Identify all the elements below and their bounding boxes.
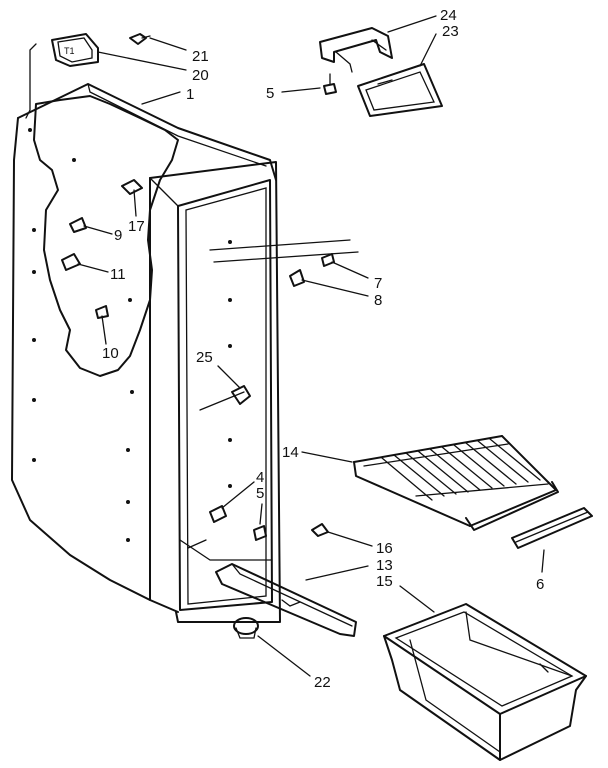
cabinet-liner (11, 83, 359, 623)
part-25 (231, 385, 251, 405)
callout-6: 6 (536, 576, 544, 593)
callout-14: 14 (282, 444, 299, 461)
wire-shelf (353, 435, 559, 531)
callout-23: 23 (442, 23, 459, 40)
screw-5-lower (253, 525, 267, 541)
callout-labels: 21 20 1 24 23 5 17 9 11 10 7 8 25 14 4 5… (102, 7, 544, 691)
callout-5-lower: 5 (256, 485, 264, 502)
callout-10: 10 (102, 345, 119, 362)
callout-8: 8 (374, 292, 382, 309)
callout-7: 7 (374, 275, 382, 292)
light-shield (357, 63, 443, 117)
callout-5-top: 5 (266, 85, 274, 102)
clip-9 (69, 217, 87, 233)
screw-16 (311, 523, 329, 537)
callout-1: 1 (186, 86, 194, 103)
callout-25: 25 (196, 349, 213, 366)
screw-10 (95, 305, 109, 319)
leader-lines (77, 15, 545, 677)
shelf-trim (511, 507, 593, 549)
callout-4: 4 (256, 469, 264, 486)
callout-21: 21 (192, 48, 209, 65)
clip-8 (289, 269, 305, 287)
screw-21 (129, 33, 151, 45)
callout-11: 11 (110, 266, 126, 283)
bottom-rail (215, 563, 357, 637)
callout-9: 9 (114, 227, 122, 244)
callout-24: 24 (440, 7, 457, 24)
clip-4 (209, 505, 227, 523)
callout-16: 16 (376, 540, 393, 557)
callout-17: 17 (128, 218, 145, 235)
callout-20: 20 (192, 67, 209, 84)
light-bracket (319, 27, 393, 73)
bracket-7 (321, 253, 335, 267)
control-housing: T1 (25, 33, 99, 119)
bracket-17 (121, 179, 143, 195)
clip-11 (61, 253, 81, 271)
cap-22 (233, 617, 259, 639)
callout-15: 15 (376, 573, 393, 590)
callout-13: 13 (376, 557, 393, 574)
crisper-pan (383, 603, 587, 761)
callout-22: 22 (314, 674, 331, 691)
screw-5-top (323, 73, 337, 95)
svg-text:T1: T1 (64, 46, 75, 56)
